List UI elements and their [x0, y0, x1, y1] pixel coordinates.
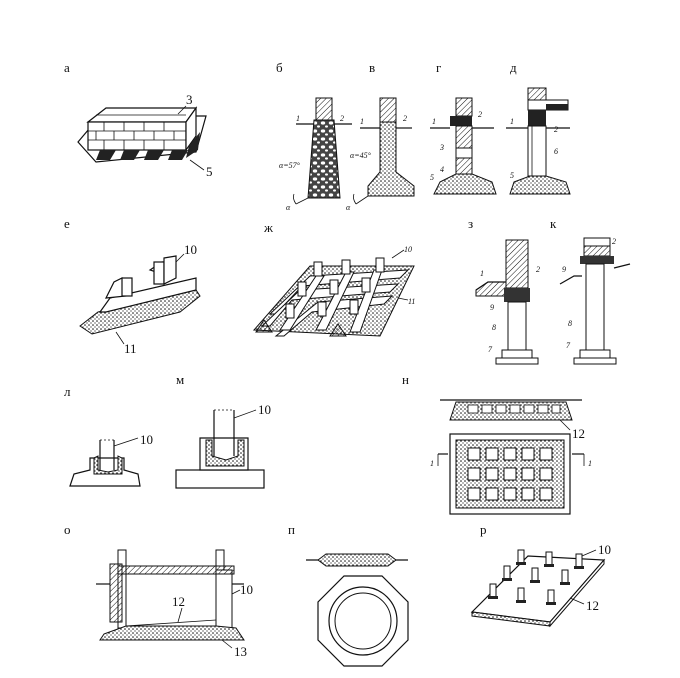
panel-g: г 1 2 3 4 5	[430, 60, 497, 195]
panel-g-label: г	[436, 60, 441, 75]
panel-l: л 10	[64, 384, 153, 487]
panel-z: з 1 2 9 8 7	[468, 216, 540, 365]
d-callout-2: 2	[554, 125, 558, 134]
e-callout-11: 11	[124, 341, 137, 356]
g-callout-4: 4	[440, 165, 444, 174]
e-callout-10: 10	[184, 242, 197, 257]
g-callout-1: 1	[432, 117, 436, 126]
z-callout-1: 1	[480, 269, 484, 278]
z-callout-8: 8	[492, 323, 496, 332]
panel-v: в 1 2 α=45° α	[346, 60, 415, 212]
z-callout-7: 7	[488, 345, 493, 354]
panel-d-label: д	[510, 60, 517, 75]
o-callout-12: 12	[172, 594, 185, 609]
zh-callout-11: 11	[408, 297, 415, 306]
panel-n-label: н	[402, 372, 409, 387]
n-callout-12: 12	[572, 426, 585, 441]
panel-o: о 12 10 13	[64, 522, 253, 659]
panel-p: п	[288, 522, 409, 667]
panel-m: м 10	[175, 372, 271, 489]
zh-callout-10: 10	[404, 245, 412, 254]
v-angle-symbol: α	[346, 203, 351, 212]
b-callout-2: 2	[340, 114, 344, 123]
panel-a: а	[64, 60, 213, 179]
panel-z-label: з	[468, 216, 473, 231]
panel-k-label: к	[550, 216, 557, 231]
panel-a-label: а	[64, 60, 70, 75]
z-callout-2: 2	[536, 265, 540, 274]
r-callout-10: 10	[598, 542, 611, 557]
callout-5: 5	[206, 164, 213, 179]
panel-e: е 10 11	[64, 216, 201, 356]
panel-k: к 2 9 8 7	[550, 216, 631, 365]
slab-column-bases	[488, 562, 584, 605]
panel-r-label: р	[480, 522, 487, 537]
panel-n: н 12 1 1	[402, 372, 592, 515]
k-callout-8: 8	[568, 319, 572, 328]
v-callout-2: 2	[403, 114, 407, 123]
l-callout-10: 10	[140, 432, 153, 447]
n-callout-1-right: 1	[588, 459, 592, 468]
panel-o-label: о	[64, 522, 71, 537]
b-angle: α=57°	[279, 161, 301, 170]
brick-wall	[86, 106, 198, 152]
d-callout-5: 5	[510, 171, 514, 180]
panel-zh-label: ж	[263, 220, 274, 235]
o-callout-10: 10	[240, 582, 253, 597]
panel-b-label: б	[276, 60, 283, 75]
k-callout-9: 9	[562, 265, 566, 274]
z-callout-9: 9	[490, 303, 494, 312]
callout-3: 3	[186, 92, 193, 107]
g-callout-5: 5	[430, 173, 434, 182]
panel-d: д 1 2 6 5	[506, 60, 571, 195]
o-callout-13: 13	[234, 644, 247, 659]
d-callout-6: 6	[554, 147, 558, 156]
plan-cells	[467, 447, 553, 501]
g-callout-2: 2	[478, 110, 482, 119]
m-callout-10: 10	[258, 402, 271, 417]
panel-v-label: в	[369, 60, 375, 75]
k-callout-2: 2	[612, 237, 616, 246]
r-callout-12: 12	[586, 598, 599, 613]
g-callout-3: 3	[439, 143, 444, 152]
grid-columns	[285, 257, 385, 319]
panel-e-label: е	[64, 216, 70, 231]
strip-pads	[96, 132, 200, 160]
b-callout-1: 1	[296, 114, 300, 123]
v-angle: α=45°	[350, 151, 372, 160]
panel-p-label: п	[288, 522, 295, 537]
section-cells	[467, 404, 561, 414]
panel-m-label: м	[176, 372, 184, 387]
panel-b: б 1 2 α=57° α	[276, 60, 352, 212]
panel-r: р 10 12	[470, 522, 611, 628]
n-callout-1-left: 1	[430, 459, 434, 468]
k-callout-7: 7	[566, 341, 571, 350]
v-callout-1: 1	[360, 117, 364, 126]
d-callout-1: 1	[510, 117, 514, 126]
panel-l-label: л	[64, 384, 71, 399]
panel-zh: ж 10 11	[252, 220, 415, 337]
b-angle-symbol: α	[286, 203, 291, 212]
